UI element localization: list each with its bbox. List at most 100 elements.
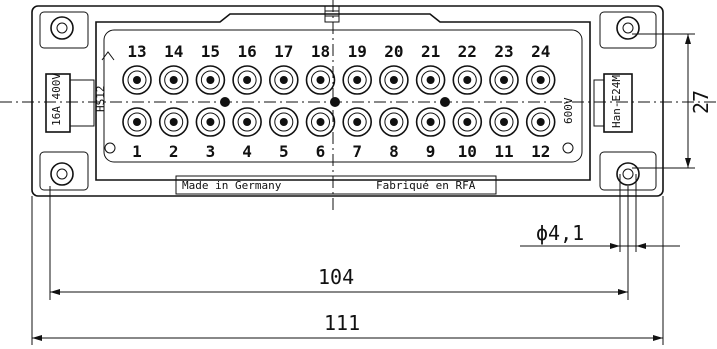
mounting-holes bbox=[50, 16, 640, 186]
contact-top-15-center bbox=[206, 76, 215, 84]
pin-number-label: 23 bbox=[494, 42, 513, 61]
insert-face bbox=[103, 29, 583, 163]
contact-bottom-10-ring bbox=[457, 112, 477, 132]
contact-top-21-ring bbox=[421, 70, 441, 90]
contact-bottom-9-ring bbox=[421, 112, 441, 132]
contact-top-16-outer bbox=[232, 65, 262, 95]
ear-top-right bbox=[599, 11, 657, 49]
hole-dimension: ϕ4,1 bbox=[520, 174, 680, 252]
contact-bottom-2-ring bbox=[164, 112, 184, 132]
contact-top-14-center bbox=[169, 76, 178, 84]
made-in-label: Made in Germany bbox=[182, 179, 282, 192]
pin-number-label: 5 bbox=[279, 142, 289, 161]
contact-bottom-2-outer bbox=[158, 107, 189, 137]
contact-top-20-center bbox=[389, 76, 398, 84]
contact-top-19-center bbox=[353, 76, 362, 84]
coding-pin-right bbox=[440, 97, 450, 107]
pin-number-label: 1 bbox=[132, 142, 142, 161]
contact-bottom-10-center bbox=[463, 118, 472, 126]
ul-mark-icon bbox=[101, 51, 115, 61]
contact-top-21-center bbox=[426, 76, 435, 84]
pin-number-label: 24 bbox=[531, 42, 550, 61]
contact-top-16-ring bbox=[237, 70, 257, 90]
pin-number-label: 13 bbox=[127, 42, 146, 61]
insert-body-outline bbox=[95, 13, 591, 181]
contact-top-13-ring bbox=[127, 70, 147, 90]
contact-bottom-2-center bbox=[169, 118, 178, 126]
contact-bottom-4-center bbox=[243, 118, 252, 126]
contact-top-22-outer bbox=[452, 65, 483, 95]
pin-number-label: 19 bbox=[348, 42, 367, 61]
contact-top-19-ring bbox=[347, 70, 367, 90]
pin-number-label: 10 bbox=[458, 142, 477, 161]
pin-number-label: 7 bbox=[352, 142, 362, 161]
contact-bottom-11-center bbox=[500, 118, 508, 126]
contact-top-19-outer bbox=[342, 65, 373, 95]
pin-number-label: 14 bbox=[164, 42, 183, 61]
ground-mark-icon bbox=[104, 142, 116, 154]
contact-bottom-6-outer bbox=[305, 107, 336, 137]
pin-number-label: 3 bbox=[206, 142, 216, 161]
pin-number-label: 21 bbox=[421, 42, 440, 61]
contact-top-14-ring bbox=[164, 70, 184, 90]
contact-bottom-8-center bbox=[389, 118, 398, 126]
contact-top-20-ring bbox=[384, 70, 404, 90]
contact-bottom-3-center bbox=[206, 118, 215, 126]
width-inner-value: 104 bbox=[318, 265, 354, 289]
contact-top-15-outer bbox=[195, 65, 226, 95]
pin-number-label: 18 bbox=[311, 42, 330, 61]
contact-bottom-1-center bbox=[133, 118, 141, 126]
contact-bottom-5-outer bbox=[268, 107, 299, 137]
pin-number-label: 11 bbox=[494, 142, 513, 161]
latch-left-inner bbox=[69, 79, 95, 127]
origin-plate bbox=[175, 175, 497, 195]
contact-bottom-1-outer bbox=[122, 107, 152, 137]
width-inner-dimension: 104 bbox=[49, 186, 629, 300]
contact-top-17-outer bbox=[268, 65, 299, 95]
contact-bottom-12-outer bbox=[525, 107, 556, 137]
ear-top-left bbox=[39, 11, 89, 49]
pin-number-label: 17 bbox=[274, 42, 293, 61]
contact-top-22-ring bbox=[457, 70, 477, 90]
hole-value: ϕ4,1 bbox=[536, 221, 584, 245]
series-label: HS12 bbox=[94, 86, 107, 113]
contact-top-24-center bbox=[536, 76, 545, 84]
contact-bottom-6-center bbox=[316, 118, 325, 126]
contact-bottom-3-ring bbox=[200, 112, 220, 132]
contact-bottom-5-ring bbox=[274, 112, 294, 132]
contact-top-17-center bbox=[279, 76, 288, 84]
coding-pin-left bbox=[220, 97, 230, 107]
contact-bottom-7-outer bbox=[342, 107, 373, 137]
contact-bottom-9-outer bbox=[415, 107, 446, 137]
contact-bottom-7-center bbox=[353, 118, 362, 126]
contact-top-14-outer bbox=[158, 65, 189, 95]
contact-bottom-6-ring bbox=[311, 112, 330, 132]
contact-bottom-9-center bbox=[426, 118, 435, 126]
contact-bottom-7-ring bbox=[347, 112, 367, 132]
width-outer-value: 111 bbox=[324, 311, 360, 335]
contact-top-21-outer bbox=[415, 65, 446, 95]
contact-bottom-5-center bbox=[279, 118, 288, 126]
contact-top-16-center bbox=[243, 76, 252, 84]
fabrique-label: Fabriqué en RFA bbox=[376, 179, 476, 192]
contact-bottom-11-outer bbox=[489, 107, 519, 137]
contact-bottom-10-outer bbox=[452, 107, 483, 137]
rating-left-label: 16A 400V bbox=[50, 73, 63, 126]
contact-bottom-3-outer bbox=[195, 107, 226, 137]
height-dimension: 27 bbox=[632, 33, 713, 169]
contact-top-13-center bbox=[133, 76, 141, 84]
contact-top-23-ring bbox=[494, 70, 514, 90]
contact-top-17-ring bbox=[274, 70, 294, 90]
contact-bottom-8-outer bbox=[379, 107, 409, 137]
contact-top-13-outer bbox=[122, 65, 152, 95]
pin-number-label: 12 bbox=[531, 142, 550, 161]
contact-top-18-ring bbox=[311, 70, 330, 90]
contact-bottom-4-ring bbox=[237, 112, 257, 132]
pin-number-label: 22 bbox=[458, 42, 477, 61]
contact-bottom-1-ring bbox=[127, 112, 147, 132]
pin-number-label: 4 bbox=[242, 142, 252, 161]
contact-top-23-center bbox=[500, 76, 508, 84]
pin-number-label: 20 bbox=[384, 42, 403, 61]
pin-number-label: 15 bbox=[201, 42, 220, 61]
